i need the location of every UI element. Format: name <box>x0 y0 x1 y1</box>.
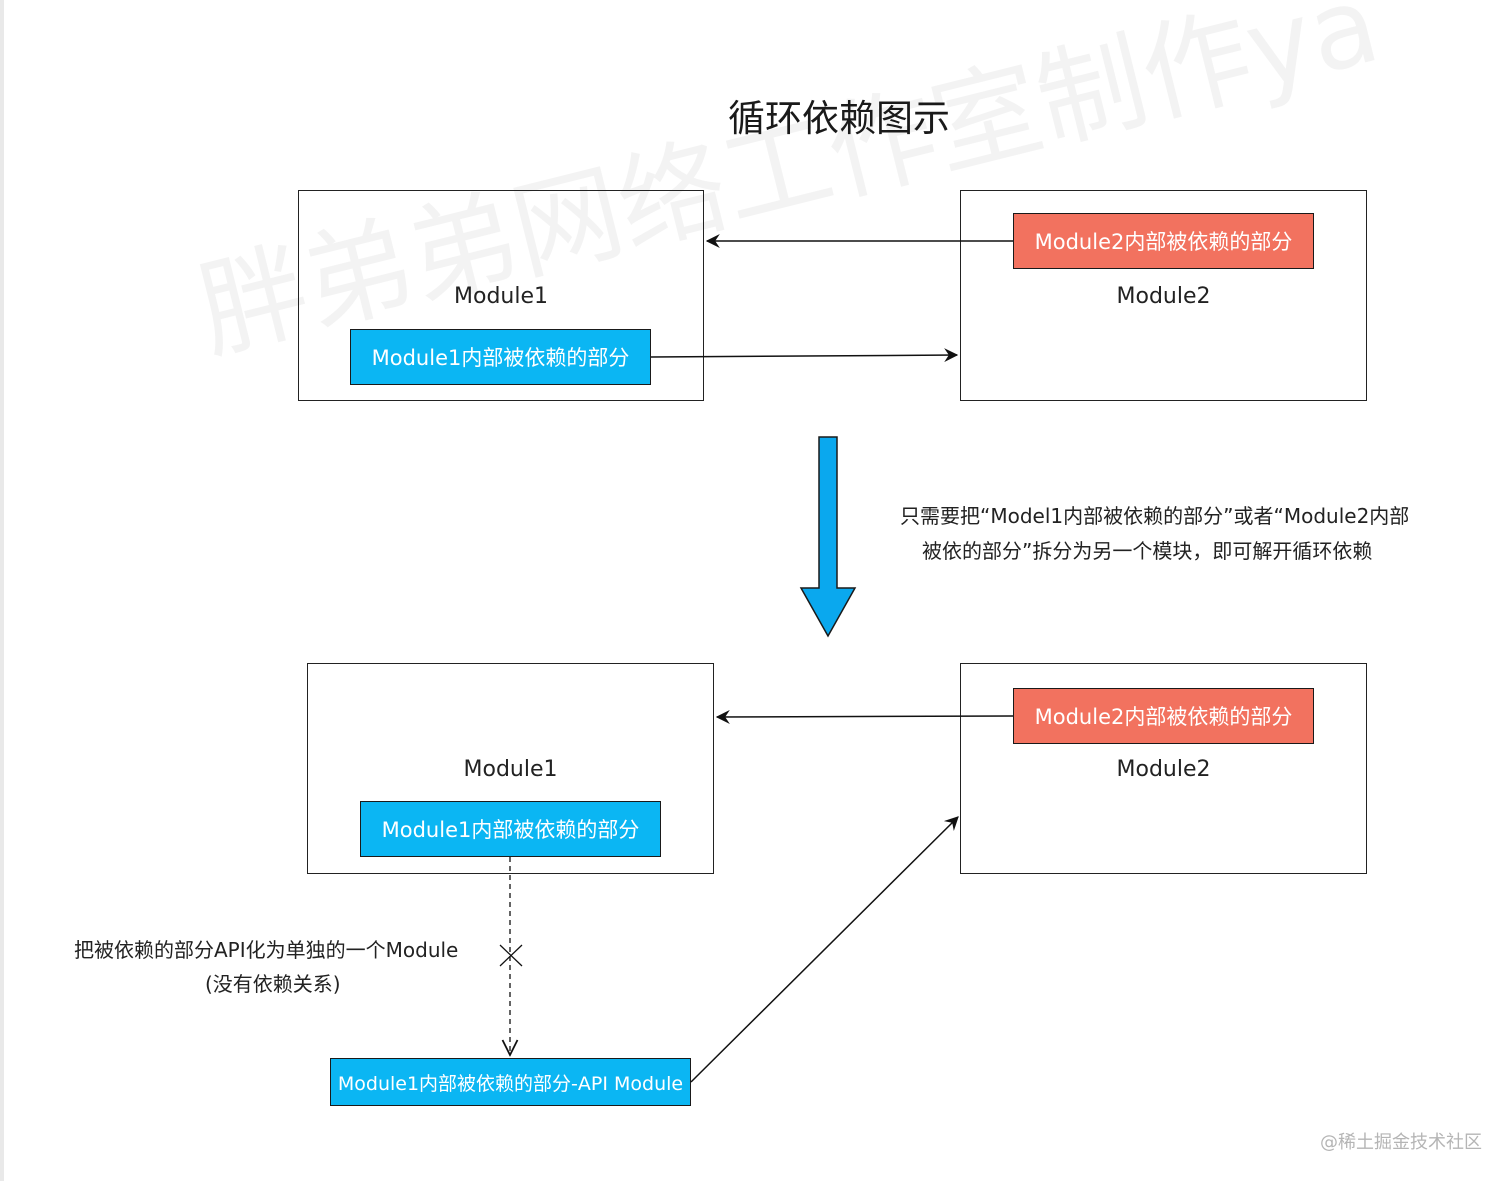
explanation-line2: 被依的部分”拆分为另一个模块，即可解开循环依赖 <box>922 539 1373 563</box>
bottom-module1-label: Module1 <box>463 757 558 782</box>
bottom-arrow-module2-to-module1 <box>715 709 1014 724</box>
top-module1-part: Module1内部被依赖的部分 <box>350 329 651 385</box>
big-down-arrow <box>799 436 857 638</box>
bottom-module1-part: Module1内部被依赖的部分 <box>360 801 661 857</box>
footer-credit: @稀土掘金技术社区 <box>1320 1132 1482 1153</box>
diagram-title: 循环依赖图示 <box>728 97 950 140</box>
api-note-line1: 把被依赖的部分API化为单独的一个Module <box>74 938 459 962</box>
left-edge <box>0 0 4 1181</box>
bottom-module2-box <box>960 663 1367 874</box>
top-module2-label: Module2 <box>1116 284 1211 309</box>
api-module-to-module2-arrow <box>690 816 959 1083</box>
api-module-box: Module1内部被依赖的部分-API Module <box>330 1058 691 1106</box>
bottom-module2-part: Module2内部被依赖的部分 <box>1013 688 1314 744</box>
bottom-module1-box <box>307 663 714 874</box>
api-note-line2: (没有依赖关系) <box>205 972 341 996</box>
x-mark-b <box>499 944 523 967</box>
top-module1-box <box>298 190 704 401</box>
top-arrow-module1-to-module2 <box>650 348 959 363</box>
explanation-line1: 只需要把“Model1内部被依赖的部分”或者“Module2内部 <box>900 504 1410 528</box>
top-module2-box <box>960 190 1367 401</box>
top-module1-label: Module1 <box>454 284 548 309</box>
bottom-module2-label: Module2 <box>1116 757 1211 782</box>
top-module2-part: Module2内部被依赖的部分 <box>1013 213 1314 269</box>
